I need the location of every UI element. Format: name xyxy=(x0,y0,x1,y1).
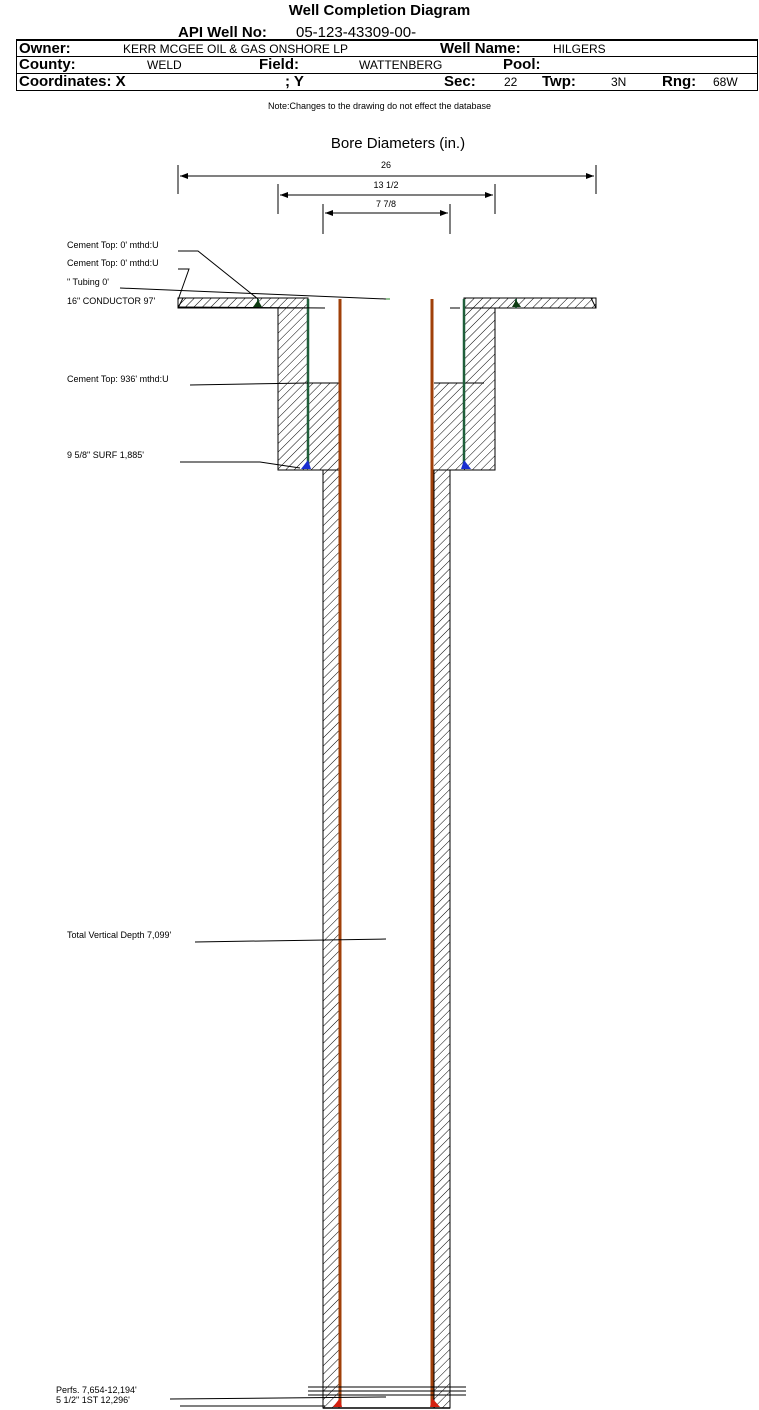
production-cement-upper-right xyxy=(434,383,464,470)
dimension-7-7-8-label: 7 7/8 xyxy=(376,199,396,209)
tubing-label: " Tubing 0' xyxy=(67,277,109,287)
perforations-label: Perfs. 7,654-12,194' xyxy=(56,1385,137,1395)
field-label: Field: xyxy=(259,56,299,73)
dimension-7-7-8: 7 7/8 xyxy=(322,199,451,234)
production-shoe-left xyxy=(333,1398,342,1407)
coordinates-row: Coordinates: X ; Y Sec: 22 Twp: 3N Rng: … xyxy=(16,74,758,91)
dimension-26-label: 26 xyxy=(381,160,391,170)
tvd-label: Total Vertical Depth 7,099' xyxy=(67,930,172,940)
production-casing-label: 5 1/2" 1ST 12,296' xyxy=(56,1395,130,1405)
conductor-cement-left xyxy=(177,297,309,309)
open-hole-cement-right xyxy=(433,469,451,1409)
county-row: County: WELD Field: WATTENBERG Pool: xyxy=(16,57,758,74)
cement-top-2-label: Cement Top: 0' mthd:U xyxy=(67,258,159,268)
sec-label: Sec: xyxy=(444,73,476,90)
conductor-shoe-left xyxy=(253,300,262,307)
annotation-cement-top-3: Cement Top: 936' mthd:U xyxy=(67,374,309,386)
sec-value: 22 xyxy=(504,75,518,89)
well-name-value: HILGERS xyxy=(553,42,606,56)
dimension-13-1-2: 13 1/2 xyxy=(277,180,496,214)
annotation-surface-casing: 9 5/8" SURF 1,885' xyxy=(67,450,301,469)
annotation-perforations: Perfs. 7,654-12,194' xyxy=(56,1385,387,1400)
diagram-title: Well Completion Diagram xyxy=(288,2,471,19)
annotation-total-vertical-depth: Total Vertical Depth 7,099' xyxy=(67,930,387,943)
annotation-conductor: 16" CONDUCTOR 97' xyxy=(67,296,460,309)
cement-top-1-label: Cement Top: 0' mthd:U xyxy=(67,240,159,250)
database-note: Note:Changes to the drawing do not effec… xyxy=(268,101,491,111)
dimension-13-1-2-label: 13 1/2 xyxy=(373,180,398,190)
county-value: WELD xyxy=(147,58,182,72)
open-hole-cement-left xyxy=(322,469,340,1409)
conductor-shoe-right xyxy=(512,300,521,307)
coord-y-label: ; Y xyxy=(285,73,304,90)
api-label: API Well No: xyxy=(178,24,267,41)
surface-casing-label: 9 5/8" SURF 1,885' xyxy=(67,450,144,460)
production-cement-upper-left xyxy=(308,383,339,470)
field-value: WATTENBERG xyxy=(359,58,443,72)
api-row: API Well No: 05-123-43309-00- xyxy=(16,24,758,40)
twp-label: Twp: xyxy=(542,73,576,90)
surface-shoe-left xyxy=(301,460,311,469)
surface-cement-right xyxy=(463,307,496,471)
perforations xyxy=(308,1386,466,1396)
dimension-26: 26 xyxy=(177,160,597,194)
well-name-label: Well Name: xyxy=(440,40,521,57)
twp-value: 3N xyxy=(611,75,627,89)
owner-label: Owner: xyxy=(19,40,71,57)
bore-diameters-title: Bore Diameters (in.) xyxy=(331,135,465,152)
county-label: County: xyxy=(19,56,76,73)
owner-value: KERR MCGEE OIL & GAS ONSHORE LP xyxy=(123,42,348,56)
pool-label: Pool: xyxy=(503,56,541,73)
surface-shoe-right xyxy=(461,460,471,469)
conductor-cement-right xyxy=(463,297,597,309)
rng-label: Rng: xyxy=(662,73,697,90)
annotation-cement-top-2: Cement Top: 0' mthd:U xyxy=(67,258,190,301)
annotation-tubing: " Tubing 0' xyxy=(67,277,387,300)
annotation-cement-top-1: Cement Top: 0' mthd:U xyxy=(67,240,259,300)
production-shoe-right xyxy=(430,1398,440,1407)
coord-x-label: Coordinates: X xyxy=(19,73,126,90)
annotation-production-casing: 5 1/2" 1ST 12,296' xyxy=(56,1395,325,1407)
rng-value: 68W xyxy=(713,75,738,89)
api-value: 05-123-43309-00- xyxy=(296,24,417,41)
conductor-label: 16" CONDUCTOR 97' xyxy=(67,296,156,306)
cement-top-3-label: Cement Top: 936' mthd:U xyxy=(67,374,169,384)
owner-row: Owner: KERR MCGEE OIL & GAS ONSHORE LP W… xyxy=(16,40,758,57)
surface-cement-left xyxy=(277,307,309,471)
